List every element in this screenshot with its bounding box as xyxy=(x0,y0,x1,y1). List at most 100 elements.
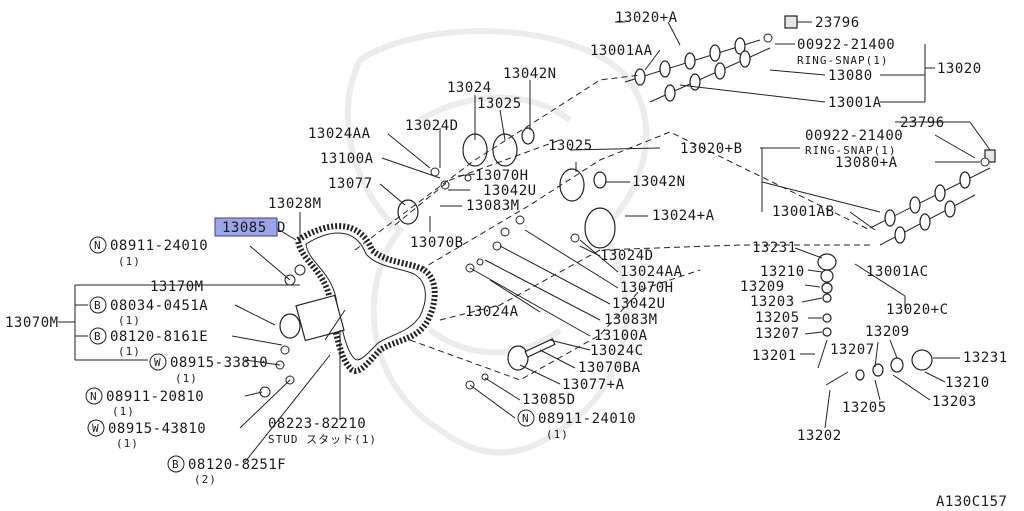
label-13024[interactable]: 13024 xyxy=(447,80,492,96)
label-23796[interactable]: 23796 xyxy=(900,115,945,131)
prefix-circles xyxy=(85,236,535,473)
label-13231[interactable]: 13231 xyxy=(963,350,1008,366)
diagram-reference-code: A130C157 xyxy=(936,494,1007,510)
label-13024d[interactable]: 13024D xyxy=(405,118,459,134)
prefix-n: N xyxy=(90,390,98,403)
sprocket-13024a[interactable] xyxy=(559,168,616,249)
label-08120-8251f[interactable]: 08120-8251F xyxy=(188,457,286,473)
label-13205[interactable]: 13205 xyxy=(755,310,800,326)
camshaft-13020a[interactable] xyxy=(624,37,771,103)
label-13080[interactable]: 13080 xyxy=(828,68,873,84)
prefix-w: W xyxy=(154,356,162,369)
label-13070ba[interactable]: 13070BA xyxy=(578,360,641,376)
label-13001a[interactable]: 13001A xyxy=(828,95,882,111)
highlight-13085d[interactable] xyxy=(214,217,278,237)
label-13020[interactable]: 13020 xyxy=(937,61,982,77)
label-13024aa[interactable]: 13024AA xyxy=(620,264,683,280)
label-qty: (2) xyxy=(194,473,217,486)
label-13209[interactable]: 13209 xyxy=(865,324,910,340)
label-13077[interactable]: 13077 xyxy=(328,176,373,192)
prefix-b: B xyxy=(94,299,102,312)
label-08911-24010[interactable]: 08911-24010 xyxy=(538,411,636,427)
label-13042u[interactable]: 13042U xyxy=(612,296,666,312)
label-ring-snap: RING-SNAP(1) xyxy=(805,144,896,157)
prefix-b: B xyxy=(94,330,102,343)
label-13085d-highlighted[interactable]: 13085 xyxy=(222,220,267,236)
label-qty: (1) xyxy=(175,372,198,385)
label-13024aa[interactable]: 13024AA xyxy=(308,126,371,142)
label-08915-43810[interactable]: 08915-43810 xyxy=(108,421,206,437)
label-13020b[interactable]: 13020+B xyxy=(680,141,743,157)
label-13209[interactable]: 13209 xyxy=(740,279,785,295)
dashed-guides xyxy=(354,74,871,381)
label-13070b[interactable]: 13070B xyxy=(410,235,464,251)
label-23796[interactable]: 23796 xyxy=(815,15,860,31)
label-13028m[interactable]: 13028M xyxy=(268,196,322,212)
label-qty: (1) xyxy=(118,314,141,327)
part-labels: 13020+A 23796 13001AA 00922-21400 RING-S… xyxy=(5,10,1008,510)
label-13201[interactable]: 13201 xyxy=(752,348,797,364)
label-13024a-plus[interactable]: 13024+A xyxy=(652,208,715,224)
label-13202[interactable]: 13202 xyxy=(797,428,842,444)
label-13207[interactable]: 13207 xyxy=(755,326,800,342)
label-13203[interactable]: 13203 xyxy=(932,394,977,410)
label-00922-21400[interactable]: 00922-21400 xyxy=(797,37,895,53)
label-13001aa[interactable]: 13001AA xyxy=(590,43,653,59)
label-13070m[interactable]: 13070M xyxy=(5,315,59,331)
label-13042n[interactable]: 13042N xyxy=(632,174,686,190)
label-qty: (1) xyxy=(118,255,141,268)
label-08223-82210[interactable]: 08223-82210 xyxy=(268,416,366,432)
prefix-n: N xyxy=(522,412,530,425)
label-08911-24010[interactable]: 08911-24010 xyxy=(110,238,208,254)
label-13077a[interactable]: 13077+A xyxy=(562,377,625,393)
label-13210[interactable]: 13210 xyxy=(760,264,805,280)
label-13020c[interactable]: 13020+C xyxy=(886,302,949,318)
label-13001ab[interactable]: 13001AB xyxy=(772,204,835,220)
leader-lines xyxy=(58,21,991,463)
label-13042u[interactable]: 13042U xyxy=(483,183,537,199)
label-13024c[interactable]: 13024C xyxy=(590,343,644,359)
label-13024d[interactable]: 13024D xyxy=(600,248,654,264)
label-13025[interactable]: 13025 xyxy=(477,96,522,112)
label-13020a[interactable]: 13020+A xyxy=(615,10,678,26)
label-13083m[interactable]: 13083M xyxy=(604,312,658,328)
label-08120-8161e[interactable]: 08120-8161E xyxy=(110,329,208,345)
label-qty: (1) xyxy=(118,345,141,358)
label-13100a[interactable]: 13100A xyxy=(594,328,648,344)
prefix-letters: N B B W N W B N xyxy=(90,239,530,471)
label-08911-20810[interactable]: 08911-20810 xyxy=(106,389,204,405)
label-13231[interactable]: 13231 xyxy=(752,240,797,256)
label-13080a[interactable]: 13080+A xyxy=(835,155,898,171)
label-13085d-tail: D xyxy=(277,220,286,236)
label-qty: (1) xyxy=(112,405,135,418)
label-13210[interactable]: 13210 xyxy=(945,375,990,391)
label-13024a[interactable]: 13024A xyxy=(465,304,519,320)
label-13025[interactable]: 13025 xyxy=(548,138,593,154)
label-13170m[interactable]: 13170M xyxy=(150,279,204,295)
prefix-n: N xyxy=(94,239,102,252)
label-08915-33810[interactable]: 08915-33810 xyxy=(170,355,268,371)
camshaft-13020b[interactable] xyxy=(869,167,991,246)
label-08034-0451a[interactable]: 08034-0451A xyxy=(110,298,208,314)
sprocket-13024[interactable] xyxy=(462,127,535,167)
label-qty: (1) xyxy=(116,437,139,450)
label-13085d[interactable]: 13085D xyxy=(522,392,576,408)
label-13070h[interactable]: 13070H xyxy=(620,280,674,296)
label-13001ac[interactable]: 13001AC xyxy=(866,264,929,280)
watermark-emblem xyxy=(344,28,650,456)
label-13205[interactable]: 13205 xyxy=(842,400,887,416)
label-qty: (1) xyxy=(546,428,569,441)
prefix-b: B xyxy=(172,458,180,471)
label-13207[interactable]: 13207 xyxy=(830,342,875,358)
label-stud: STUD スタッド(1) xyxy=(268,433,377,446)
label-ring-snap: RING-SNAP(1) xyxy=(797,54,888,67)
label-13083m[interactable]: 13083M xyxy=(466,198,520,214)
label-00922-21400[interactable]: 00922-21400 xyxy=(805,128,903,144)
label-13100a[interactable]: 13100A xyxy=(320,151,374,167)
label-13042n[interactable]: 13042N xyxy=(503,66,557,82)
label-13203[interactable]: 13203 xyxy=(750,294,795,310)
prefix-w: W xyxy=(92,422,100,435)
label-13070h[interactable]: 13070H xyxy=(475,168,529,184)
tensioner-assembly[interactable] xyxy=(279,264,346,342)
